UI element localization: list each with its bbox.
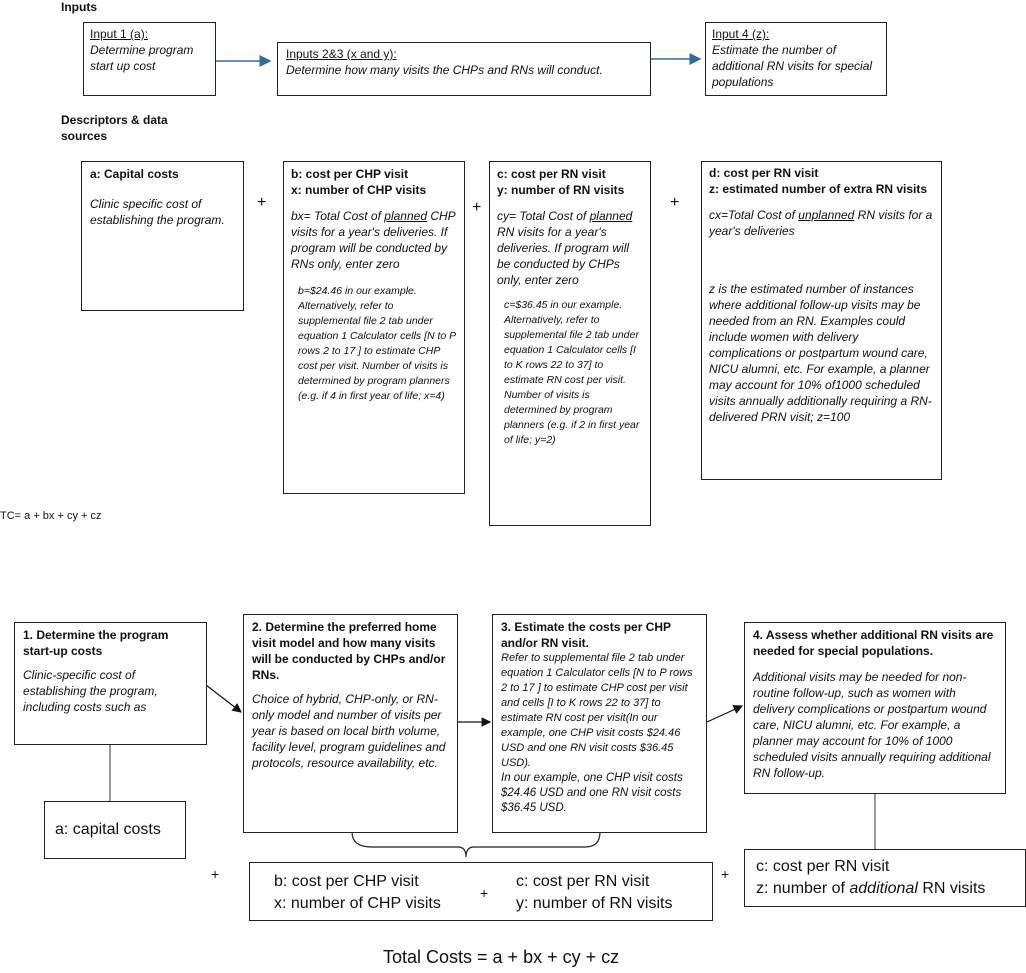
input4-box: Input 4 (z): Estimate the number of addi… bbox=[705, 22, 887, 96]
box-d-formula: cx=Total Cost of unplanned RN visits for… bbox=[709, 208, 933, 238]
box-b: b: cost per CHP visit x: number of CHP v… bbox=[283, 161, 465, 494]
step1-desc: Clinic-specific cost of establishing the… bbox=[23, 668, 158, 714]
box-b-title2: x: number of CHP visits bbox=[291, 183, 427, 197]
box-d-note: z is the estimated number of instances w… bbox=[709, 282, 932, 424]
step1-box: 1. Determine the program start-up costs … bbox=[14, 622, 207, 745]
step3-title: 3. Estimate the costs per CHP and/or RN … bbox=[501, 620, 671, 650]
step3-desc2: In our example, one CHP visit costs $24.… bbox=[501, 772, 683, 814]
tc-formula: TC= a + bx + cy + cz bbox=[0, 510, 102, 522]
output-x-label: x: number of CHP visits bbox=[274, 895, 441, 912]
output-bc-box: b: cost per CHP visit x: number of CHP v… bbox=[249, 862, 713, 921]
box-d: d: cost per RN visit z: estimated number… bbox=[701, 161, 942, 480]
box-b-title1: b: cost per CHP visit bbox=[291, 167, 409, 181]
output-a-box: a: capital costs bbox=[44, 801, 186, 859]
box-d-title1: d: cost per RN visit bbox=[709, 166, 819, 180]
brace-steps-2-3 bbox=[351, 831, 601, 858]
step3-desc: Refer to supplemental file 2 tab under e… bbox=[501, 652, 693, 769]
box-b-formula: bx= Total Cost of planned CHP visits for… bbox=[291, 209, 456, 271]
output-c-label: c: cost per RN visit bbox=[516, 873, 650, 890]
plus-sign: + bbox=[211, 866, 220, 882]
output-c2-label: c: cost per RN visit bbox=[756, 858, 890, 875]
box-c-formula: cy= Total Cost of planned RN visits for … bbox=[497, 209, 633, 287]
box-c: c: cost per RN visit y: number of RN vis… bbox=[489, 161, 651, 526]
input23-desc: Determine how many visits the CHPs and R… bbox=[286, 63, 603, 77]
box-a: a: Capital costs Clinic specific cost of… bbox=[81, 161, 244, 311]
box-d-title2: z: estimated number of extra RN visits bbox=[709, 182, 928, 196]
descriptors-heading: Descriptors & data sources bbox=[61, 113, 168, 143]
output-b-label: b: cost per CHP visit bbox=[274, 873, 419, 890]
plus-sign: + bbox=[480, 885, 489, 901]
input1-desc: Determine program start up cost bbox=[90, 43, 194, 73]
step2-desc: Choice of hybrid, CHP-only, or RN-only m… bbox=[252, 692, 446, 770]
plus-sign: + bbox=[670, 194, 680, 211]
box-c-title1: c: cost per RN visit bbox=[497, 167, 606, 181]
box-c-note: c=$36.45 in our example. Alternatively, … bbox=[504, 299, 640, 446]
box-a-title: a: Capital costs bbox=[90, 167, 179, 181]
step4-desc: Additional visits may be needed for non-… bbox=[753, 670, 991, 780]
step1-title: 1. Determine the program start-up costs bbox=[23, 628, 169, 658]
output-a-label: a: capital costs bbox=[55, 821, 161, 838]
input1-box: Input 1 (a): Determine program start up … bbox=[83, 22, 216, 96]
input23-title: Inputs 2&3 (x and y): bbox=[286, 47, 397, 61]
output-z-label: z: number of additional RN visits bbox=[756, 880, 986, 897]
box-b-note: b=$24.46 in our example. Alternatively, … bbox=[298, 285, 456, 402]
step2-box: 2. Determine the preferred home visit mo… bbox=[243, 614, 458, 833]
plus-sign: + bbox=[257, 194, 267, 211]
plus-sign: + bbox=[472, 199, 482, 216]
step2-title: 2. Determine the preferred home visit mo… bbox=[252, 620, 446, 682]
input23-box: Inputs 2&3 (x and y): Determine how many… bbox=[277, 42, 651, 96]
total-costs-formula: Total Costs = a + bx + cy + cz bbox=[383, 947, 620, 967]
box-c-title2: y: number of RN visits bbox=[497, 183, 625, 197]
input4-title: Input 4 (z): bbox=[712, 27, 770, 41]
arrow-step3-to-step4 bbox=[706, 705, 744, 723]
step4-box: 4. Assess whether additional RN visits a… bbox=[744, 622, 1006, 794]
output-y-label: y: number of RN visits bbox=[516, 895, 673, 912]
output-cz-box: c: cost per RN visit z: number of additi… bbox=[744, 849, 1026, 907]
inputs-heading: Inputs bbox=[61, 0, 97, 14]
box-a-desc: Clinic specific cost of establishing the… bbox=[90, 197, 225, 227]
plus-sign: + bbox=[721, 866, 730, 882]
arrow-step1-to-step2 bbox=[205, 684, 242, 713]
step3-box: 3. Estimate the costs per CHP and/or RN … bbox=[492, 614, 707, 833]
step4-title: 4. Assess whether additional RN visits a… bbox=[753, 628, 994, 658]
input1-title: Input 1 (a): bbox=[90, 27, 149, 41]
input4-desc: Estimate the number of additional RN vis… bbox=[712, 43, 873, 89]
